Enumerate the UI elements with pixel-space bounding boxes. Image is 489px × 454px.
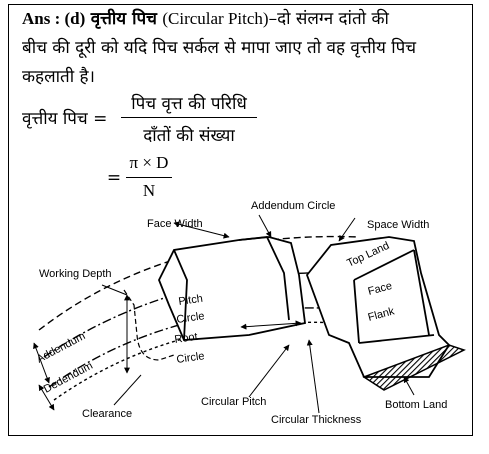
pitch-circle-arc xyxy=(43,271,365,358)
answer-line-1: Ans : (d) वृत्तीय पिच (Circular Pitch)–द… xyxy=(22,9,389,29)
label-addendum-circle: Addendum Circle xyxy=(251,200,335,212)
formula-equals: = xyxy=(106,168,122,188)
answer-line-2: बीच की दूरी को यदि पिच सर्कल से मापा जाए… xyxy=(22,38,417,58)
label-bottom-land: Bottom Land xyxy=(385,399,447,411)
label-root: Root xyxy=(174,331,199,346)
fraction-bar-1 xyxy=(121,117,257,119)
formula-denominator-2: N xyxy=(142,181,156,200)
label-working-depth: Working Depth xyxy=(39,268,112,280)
label-circle-1: Circle xyxy=(176,310,206,326)
label-space-width: Space Width xyxy=(367,219,429,231)
answer-line-1-rest: –दो संलग्न दांतो की xyxy=(268,9,389,29)
label-clearance: Clearance xyxy=(82,408,132,420)
formula-lhs: वृत्तीय पिच = xyxy=(22,109,108,129)
answer-box: Ans : (d) वृत्तीय पिच (Circular Pitch)–द… xyxy=(8,4,473,436)
answer-term-english: (Circular Pitch) xyxy=(162,9,269,28)
label-circle-2: Circle xyxy=(176,350,206,366)
bottom-land-hatch xyxy=(362,344,466,391)
label-addendum: Addendum xyxy=(35,330,88,366)
formula-numerator-2: π × D xyxy=(129,153,169,172)
gear-tooth-diagram: Face Width Addendum Circle Space Width W… xyxy=(33,200,466,426)
label-circular-pitch: Circular Pitch xyxy=(201,396,266,408)
answer-prefix: Ans : (d) xyxy=(22,9,86,28)
label-pitch: Pitch xyxy=(178,293,204,308)
label-circular-thickness: Circular Thickness xyxy=(271,414,362,426)
hidden-tooth-outline xyxy=(123,289,175,361)
formula-denominator: दाँतों की संख्या xyxy=(143,126,235,146)
answer-line-3: कहलाती है। xyxy=(22,67,95,87)
formula-numerator: पिच वृत्त की परिधि xyxy=(131,94,247,114)
addendum-circle-arc xyxy=(38,235,360,331)
answer-term-hindi: वृत्तीय पिच xyxy=(90,9,157,29)
gear-tooth-1 xyxy=(158,236,306,341)
label-dedendum: Dedendum xyxy=(42,360,95,396)
gear-tooth-2 xyxy=(305,236,451,378)
fraction-bar-2 xyxy=(126,177,172,179)
label-face-width: Face Width xyxy=(147,218,203,230)
